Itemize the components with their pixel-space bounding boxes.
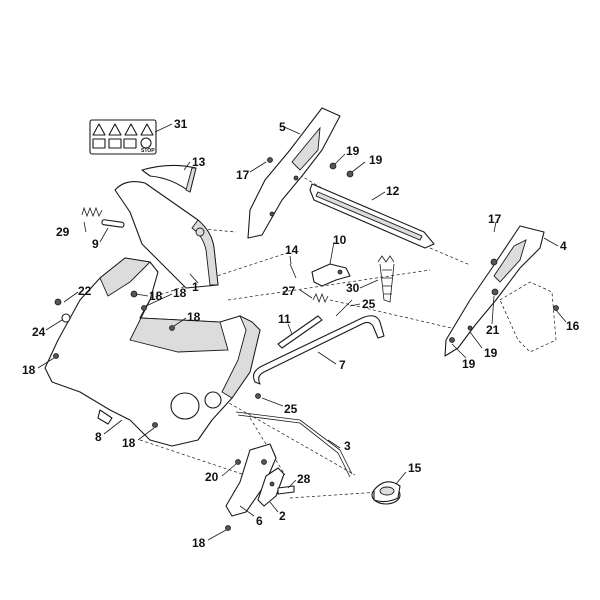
bracket-2 — [257, 467, 285, 507]
callout-18-a: 18 — [149, 289, 163, 303]
callout-18-d: 18 — [22, 363, 36, 377]
clip-25 — [255, 299, 353, 399]
decal-stop-label: STOP — [141, 148, 155, 154]
callout-18-b: 18 — [173, 286, 187, 300]
lever-11 — [277, 315, 323, 349]
callout-31: 31 — [174, 117, 188, 131]
front-cover — [114, 181, 219, 289]
callout-labels: 31 13 5 17 19 19 12 29 9 1 14 10 27 30 2… — [22, 117, 580, 550]
rear-bracket — [499, 281, 559, 353]
main-housing-frame — [44, 257, 261, 447]
washer-24 — [54, 298, 71, 323]
side-plate-right — [444, 225, 545, 357]
cable-rod-3 — [235, 411, 353, 478]
callout-27: 27 — [282, 284, 296, 298]
callout-19-a: 19 — [346, 144, 360, 158]
side-plate-left — [247, 107, 341, 239]
callout-17-top: 17 — [236, 168, 250, 182]
callout-1: 1 — [192, 280, 199, 294]
callout-19-b: 19 — [369, 153, 383, 167]
callout-6: 6 — [256, 514, 263, 528]
callout-11: 11 — [278, 312, 291, 326]
callout-14: 14 — [285, 243, 299, 257]
callout-9: 9 — [92, 237, 99, 251]
knob-15 — [371, 481, 401, 505]
screws-19-top — [329, 162, 354, 178]
callout-5: 5 — [279, 120, 286, 134]
callout-22: 22 — [78, 284, 92, 298]
callout-29: 30 — [346, 281, 360, 295]
callout-8: 8 — [95, 430, 102, 444]
cross-bar — [309, 183, 435, 249]
callout-18-f: 18 — [192, 536, 206, 550]
callout-7: 7 — [339, 358, 346, 372]
callout-10: 10 — [333, 233, 347, 247]
latch-10 — [311, 263, 351, 287]
pin-30 — [277, 485, 295, 495]
screw-20 — [235, 459, 241, 465]
callout-leaders — [37, 123, 567, 541]
callout-20: 20 — [205, 470, 219, 484]
callout-2: 2 — [279, 509, 286, 523]
screw-18-bottom — [225, 525, 231, 531]
pin-9 — [101, 219, 125, 228]
top-cover-strip — [141, 164, 197, 193]
screws-18-frame — [53, 290, 175, 428]
callout-28: 29 — [56, 225, 70, 239]
callout-13: 13 — [192, 155, 206, 169]
spring-28 — [81, 206, 103, 218]
callout-18-e: 18 — [122, 436, 136, 450]
callout-12: 12 — [386, 184, 400, 198]
callout-19-d: 19 — [462, 357, 476, 371]
callout-17-right: 17 — [488, 212, 502, 226]
bracket-6 — [225, 443, 277, 517]
handle-rod-7 — [253, 315, 385, 385]
screw-17-top — [267, 157, 273, 163]
callout-25-top: 25 — [362, 297, 376, 311]
callout-21: 21 — [486, 323, 500, 337]
callout-18-c: 18 — [187, 310, 201, 324]
pin-14 — [289, 263, 297, 279]
callout-4: 4 — [560, 239, 567, 253]
callout-3: 3 — [344, 439, 351, 453]
callout-24: 24 — [32, 325, 46, 339]
callout-25-bottom: 25 — [284, 402, 298, 416]
callout-16: 16 — [566, 319, 580, 333]
callout-15: 15 — [408, 461, 422, 475]
spring-27 — [312, 292, 329, 304]
warning-decal-sheet: STOP — [89, 119, 157, 155]
spring-29 — [377, 255, 395, 303]
callout-19-c: 19 — [484, 346, 498, 360]
callout-30: 28 — [297, 472, 311, 486]
